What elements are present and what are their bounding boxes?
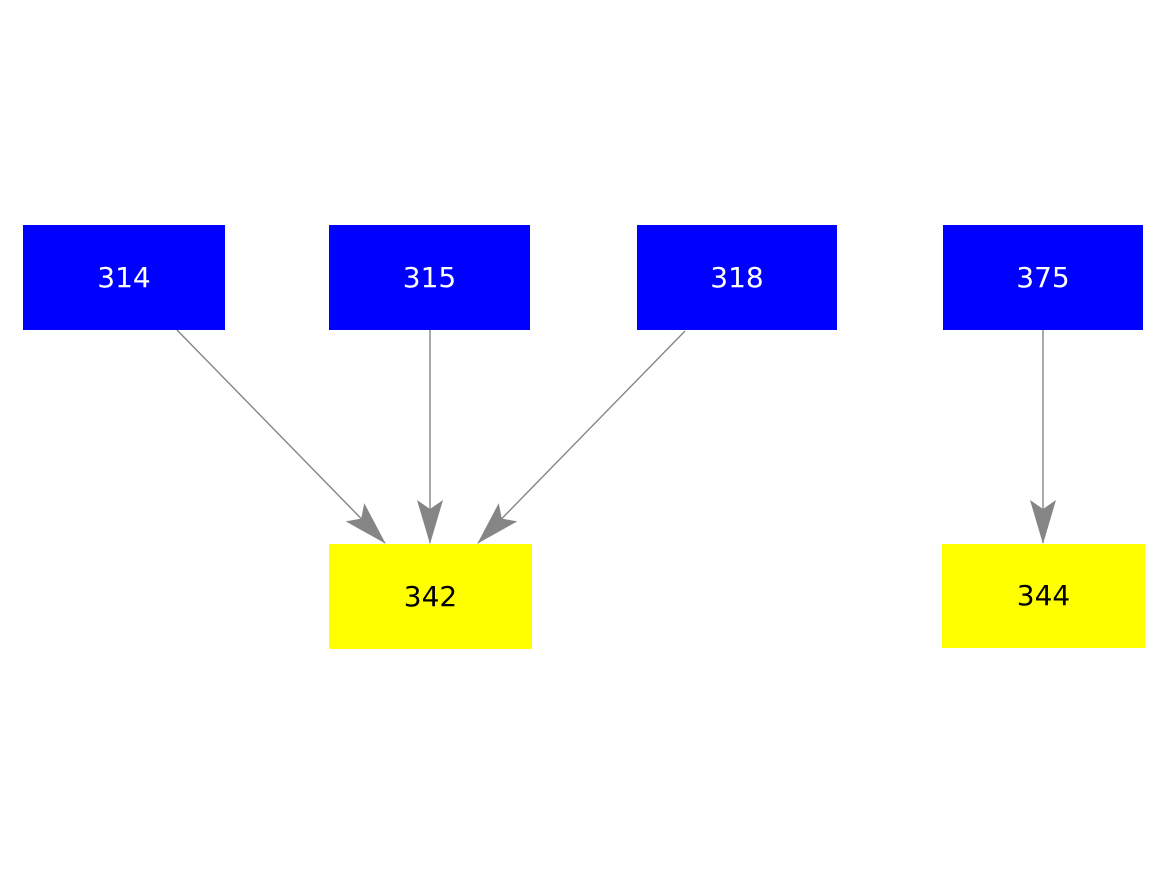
edge-318-342: [477, 330, 686, 544]
node-375: 375: [943, 225, 1143, 330]
node-label: 375: [1016, 260, 1070, 294]
node-label: 315: [402, 260, 457, 294]
node-318: 318: [637, 225, 837, 330]
node-label: 344: [1016, 579, 1071, 612]
node-314: 314: [23, 225, 225, 330]
node-label: 318: [710, 260, 764, 294]
node-label: 314: [97, 260, 151, 294]
node-label: 342: [403, 579, 458, 613]
node-315: 315: [329, 225, 530, 330]
edge-314-342: [176, 329, 386, 544]
node-344: 344: [942, 544, 1145, 648]
node-342: 342: [329, 544, 532, 649]
